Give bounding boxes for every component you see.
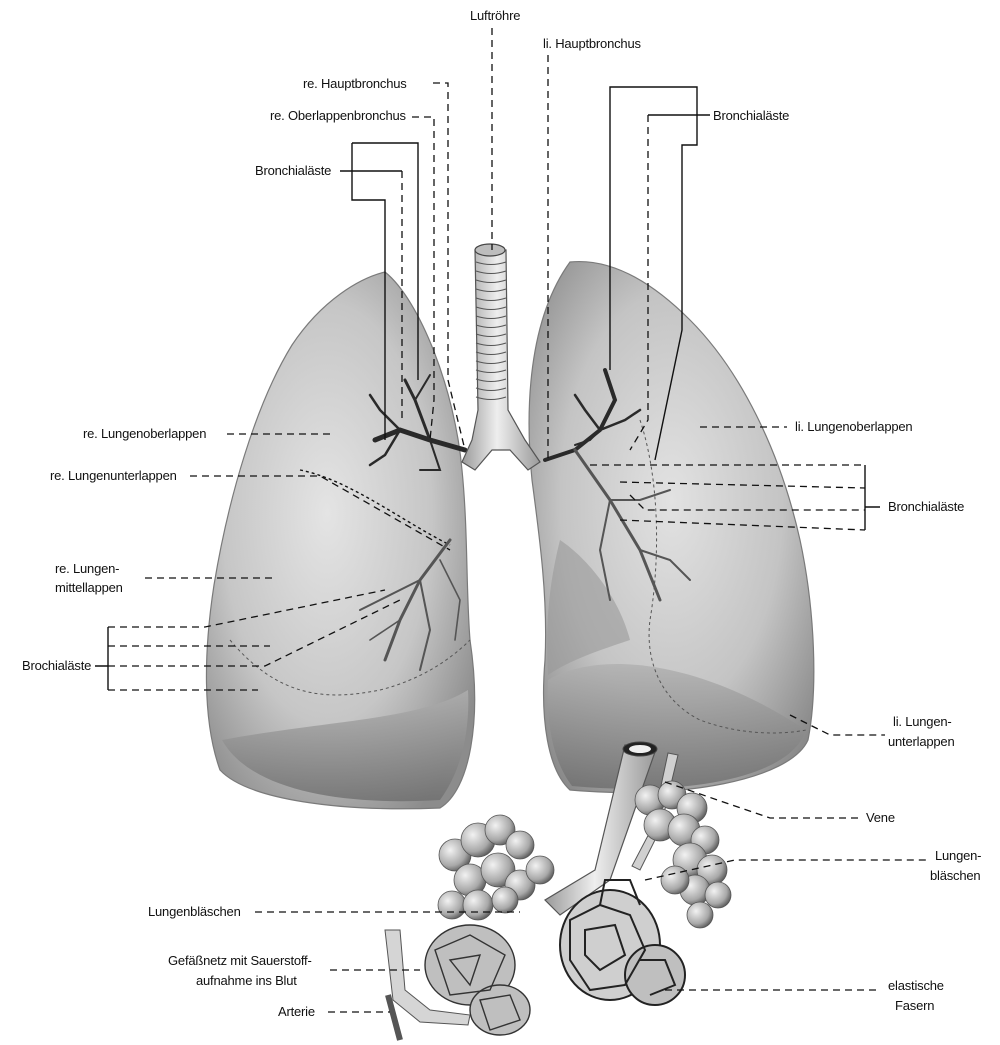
alveolus bbox=[687, 902, 713, 928]
label-right-upper-lobe: re. Lungenoberlappen bbox=[83, 426, 206, 441]
label-left-lower-lobe-2: unterlappen bbox=[888, 734, 954, 749]
label-bronchial-branches-left-lung: Bronchialäste bbox=[888, 499, 964, 514]
trachea bbox=[462, 244, 540, 470]
label-left-main-bronchus: li. Hauptbronchus bbox=[543, 36, 641, 51]
label-bronchial-branches-top-right: Bronchialäste bbox=[255, 163, 331, 178]
label-right-middle-lobe-2: mittellappen bbox=[55, 580, 123, 595]
label-bronchial-branches-right-lung: Brochialäste bbox=[22, 658, 91, 673]
alveolus bbox=[705, 882, 731, 908]
label-vein: Vene bbox=[866, 810, 895, 825]
label-alveoli-right-2: bläschen bbox=[930, 868, 980, 883]
alveolus bbox=[438, 891, 466, 919]
alveolus bbox=[506, 831, 534, 859]
label-alveoli-right-1: Lungen- bbox=[935, 848, 981, 863]
left-lung bbox=[529, 262, 814, 793]
label-bronchial-branches-top-left: Bronchialäste bbox=[713, 108, 789, 123]
label-left-upper-lobe: li. Lungenoberlappen bbox=[795, 419, 912, 434]
label-right-lower-lobe: re. Lungenunterlappen bbox=[50, 468, 177, 483]
alveolus bbox=[463, 890, 493, 920]
label-right-main-bronchus: re. Hauptbronchus bbox=[303, 76, 407, 91]
label-right-middle-lobe-1: re. Lungen- bbox=[55, 561, 119, 576]
alveolus bbox=[661, 866, 689, 894]
label-elastic-fibers-2: Fasern bbox=[895, 998, 934, 1013]
label-capillary-net-2: aufnahme ins Blut bbox=[196, 973, 297, 988]
alveolus bbox=[492, 887, 518, 913]
label-artery: Arterie bbox=[278, 1004, 315, 1019]
label-left-lower-lobe-1: li. Lungen- bbox=[893, 714, 952, 729]
label-capillary-net-1: Gefäßnetz mit Sauerstoff- bbox=[168, 953, 312, 968]
label-elastic-fibers-1: elastische bbox=[888, 978, 944, 993]
alveolus bbox=[526, 856, 554, 884]
label-right-upper-lobe-bronchus: re. Oberlappenbronchus bbox=[270, 108, 407, 123]
label-alveoli-left: Lungenbläschen bbox=[148, 904, 241, 919]
label-trachea: Luftröhre bbox=[470, 8, 520, 23]
